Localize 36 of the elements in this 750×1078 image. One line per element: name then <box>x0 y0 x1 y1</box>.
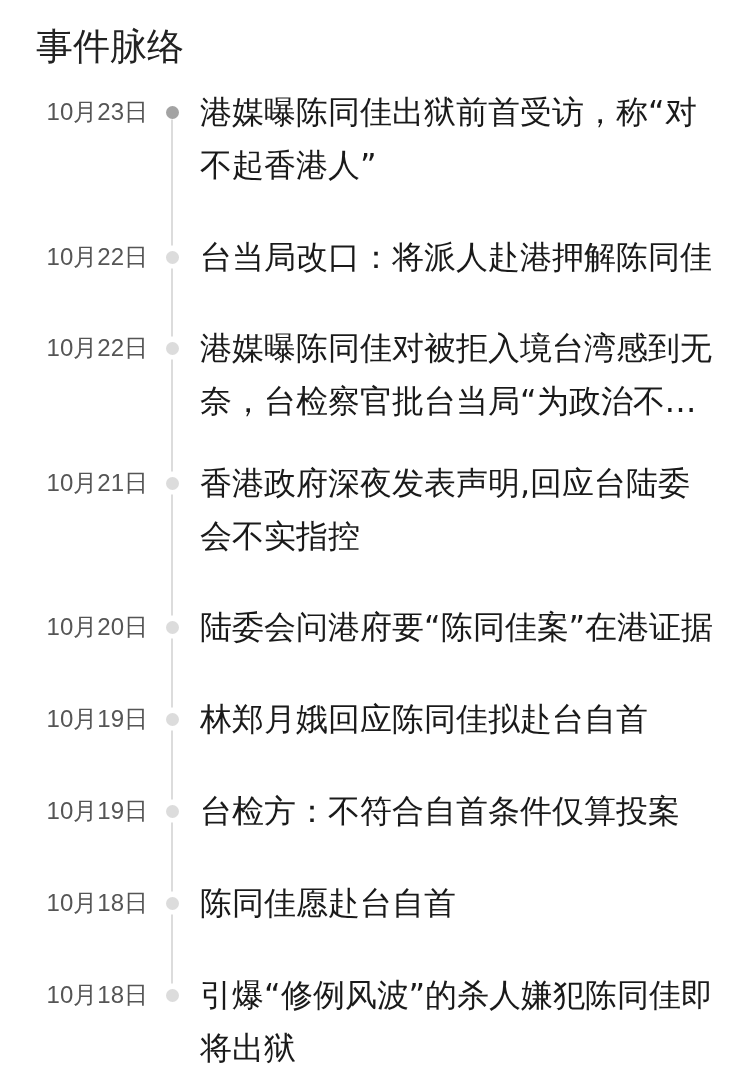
timeline-dot <box>165 712 179 726</box>
timeline-line <box>171 118 173 247</box>
event-text: 台当局改口：将派人赴港押解陈同佳 <box>200 236 713 278</box>
timeline-dot <box>165 896 179 910</box>
timeline-dot <box>165 476 179 490</box>
timeline-dot <box>165 341 179 355</box>
timeline-dot <box>165 988 179 1002</box>
date-label: 10月23日 <box>46 97 148 127</box>
date-label: 10月21日 <box>46 468 148 498</box>
timeline-line <box>171 358 173 473</box>
timeline-line <box>171 913 173 985</box>
timeline-dot <box>165 620 179 634</box>
event-text: 香港政府深夜发表声明,回应台陆委会不实指控 <box>200 462 692 557</box>
timeline-line <box>171 637 173 709</box>
timeline-line <box>171 729 173 801</box>
date-label: 10月18日 <box>46 888 148 918</box>
timeline-line <box>171 821 173 893</box>
timeline-line <box>171 493 173 617</box>
event-text: 陆委会问港府要“陈同佳案”在港证据 <box>200 606 715 648</box>
date-label: 10月22日 <box>46 242 148 272</box>
date-label: 10月20日 <box>46 612 148 642</box>
date-label: 10月22日 <box>46 333 148 363</box>
timeline-dot <box>165 804 179 818</box>
event-text: 港媒曝陈同佳对被拒入境台湾感到无奈，台检察官批台当局“为政治不… <box>200 327 713 422</box>
event-text: 港媒曝陈同佳出狱前首受访，称“对不起香港人” <box>200 91 698 186</box>
timeline-line <box>171 267 173 338</box>
date-label: 10月18日 <box>46 980 148 1010</box>
timeline-dot <box>165 250 179 264</box>
date-label: 10月19日 <box>46 704 148 734</box>
date-label: 10月19日 <box>46 796 148 826</box>
timeline-title: 事件脉络 <box>36 24 184 70</box>
timeline-dot <box>165 105 179 119</box>
event-text: 台检方：不符合自首条件仅算投案 <box>200 790 681 832</box>
event-text: 引爆“修例风波”的杀人嫌犯陈同佳即将出狱 <box>200 974 715 1069</box>
event-text: 林郑月娥回应陈同佳拟赴台自首 <box>200 698 649 740</box>
event-text: 陈同佳愿赴台自首 <box>200 882 457 924</box>
